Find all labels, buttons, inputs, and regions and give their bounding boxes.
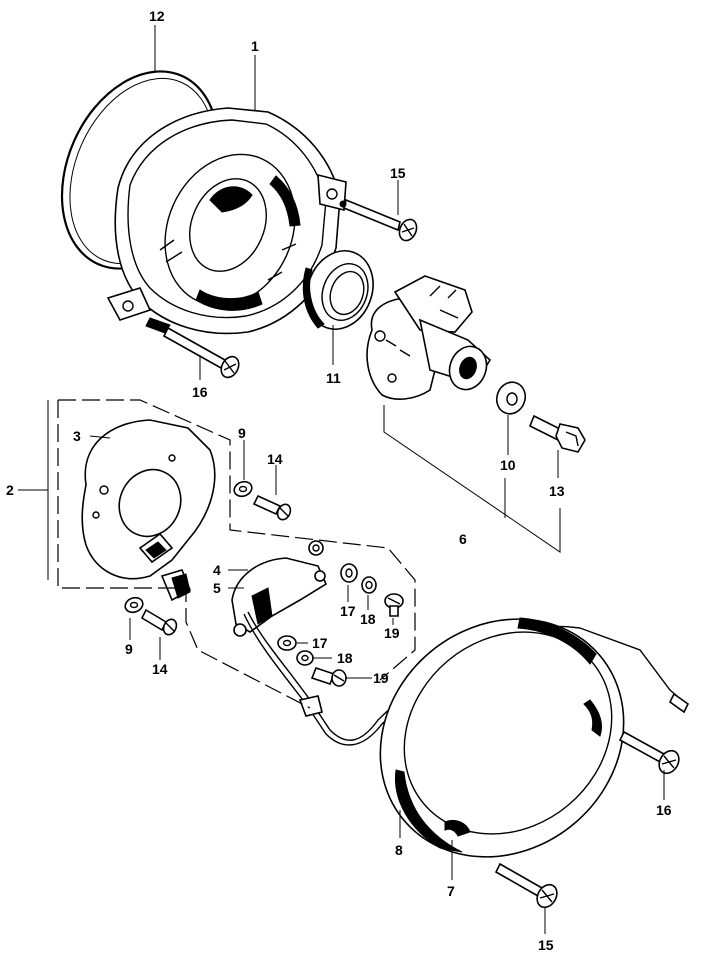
stator-housing — [106, 107, 347, 335]
label-2: 2 — [6, 482, 14, 498]
label-14-top: 14 — [267, 451, 283, 467]
label-17-top: 17 — [340, 603, 356, 619]
label-16-bottom: 15 — [538, 937, 554, 953]
point-cover — [379, 617, 625, 858]
screw-16-upper — [618, 730, 680, 775]
label-4: 4 — [213, 562, 221, 578]
spark-advancer-housing — [366, 275, 492, 400]
label-18-bottom: 18 — [337, 650, 353, 666]
screw-14-upper — [252, 494, 292, 521]
label-15-bottom: 16 — [192, 384, 208, 400]
screw-19-upper — [384, 593, 404, 617]
screw-16-lower — [494, 862, 558, 909]
washer-9-lower — [124, 596, 144, 614]
label-7: 7 — [447, 883, 455, 899]
washer-18-lower — [296, 650, 314, 666]
part-labels: 12 1 15 16 11 10 13 6 2 3 9 14 9 14 4 5 … — [6, 8, 672, 953]
assembly-outline — [57, 399, 416, 709]
label-18-top: 18 — [360, 611, 376, 627]
oil-seal — [302, 250, 374, 330]
label-14-bottom: 14 — [152, 661, 168, 677]
label-15-top: 15 — [390, 165, 406, 181]
label-8: 8 — [395, 842, 403, 858]
label-12: 12 — [149, 8, 165, 24]
label-3: 3 — [73, 428, 81, 444]
washer-18-upper — [361, 576, 377, 594]
washer-9-upper — [233, 480, 253, 498]
label-16-right: 16 — [656, 802, 672, 818]
breaker-plate — [81, 419, 216, 602]
screw-14-lower — [140, 608, 178, 636]
label-9-bottom: 9 — [125, 641, 133, 657]
screw-upper — [339, 198, 418, 242]
label-11: 11 — [326, 370, 341, 386]
washer-17-lower — [277, 635, 297, 651]
label-9-top: 9 — [238, 425, 246, 441]
screw-19-lower — [310, 667, 347, 687]
label-19-bottom: 19 — [373, 670, 389, 686]
label-6: 6 — [459, 531, 467, 547]
leader-lines — [18, 25, 665, 934]
label-13: 13 — [549, 483, 565, 499]
screw-lower — [162, 326, 240, 379]
label-10: 10 — [500, 457, 516, 473]
bolt-13 — [528, 414, 586, 453]
label-1: 1 — [251, 38, 259, 54]
label-5: 5 — [213, 580, 221, 596]
label-19-top: 19 — [384, 625, 400, 641]
washer-10 — [495, 381, 527, 415]
washer-17-upper — [340, 563, 358, 583]
label-17-bottom: 17 — [312, 635, 328, 651]
